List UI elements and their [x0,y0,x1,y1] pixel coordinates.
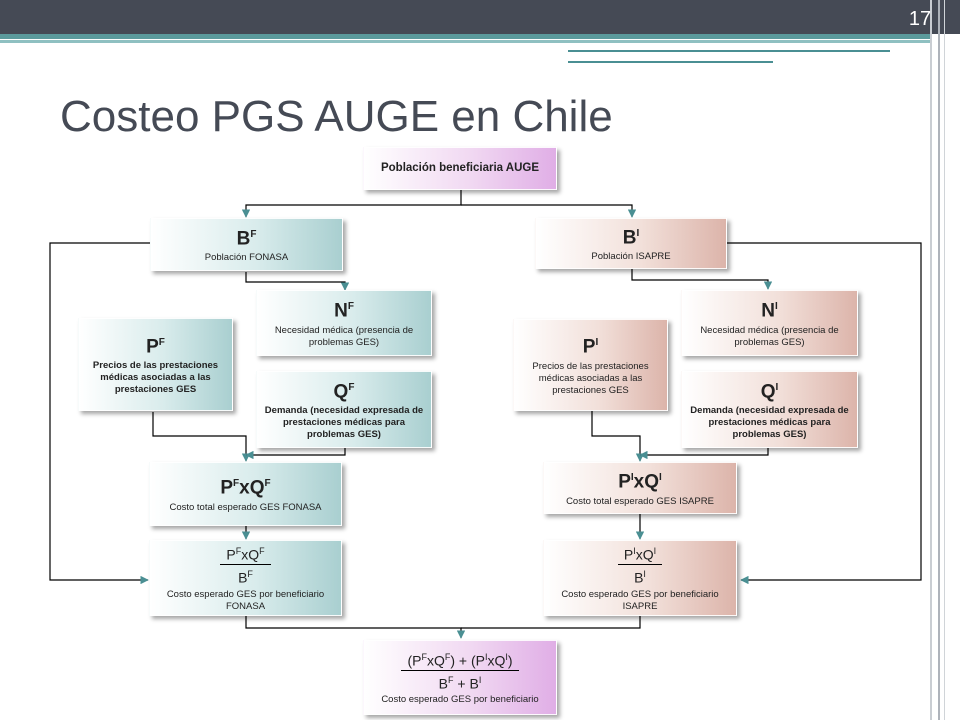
root-title: Población beneficiaria AUGE [380,162,540,174]
connector-bi-ratio [727,242,922,585]
node-qf: QF Demanda (necesidad expresada de prest… [256,371,432,448]
connector-bi-ni [631,269,773,290]
header-stripe [0,34,930,39]
connector-bf-ratio [49,242,150,585]
bf-desc: Población FONASA [204,252,289,264]
connector-root-isapre [461,204,637,218]
slide-number: 17 [908,8,932,30]
connector-qf-pxq [245,447,346,460]
slide-title: Costeo PGS AUGE en Chile [60,92,613,141]
node-bf: BF Población FONASA [150,218,343,271]
connector-root-fonasa [241,190,462,218]
ratio-isapre-desc: Costo esperado GES por beneficiario ISAP… [561,588,719,612]
pi-desc: Precios de las prestaciones médicas asoc… [532,360,649,396]
qi-symbol: QI [760,381,779,403]
connector-pi-pxq [591,411,645,462]
pi-symbol: PI [582,336,599,358]
ratio-isapre-formula: PIxQI BI [617,543,663,586]
connector-ratiof-total [245,616,466,639]
node-pxqf: PFxQF Costo total esperado GES FONASA [149,462,342,526]
pf-desc: Precios de las prestaciones médicas asoc… [92,360,219,396]
node-total: (PFxQF) + (PIxQI) BF + BI Costo esperado… [363,640,557,715]
pxqf-desc: Costo total esperado GES FONASA [169,501,322,513]
header-stripe-light [0,40,930,43]
connector-qi-pxq [639,448,769,460]
decor-vline [944,0,945,720]
decor-vline [930,0,932,720]
node-nf: NF Necesidad médica (presencia de proble… [256,290,432,356]
ni-symbol: NI [761,300,778,322]
ratio-fonasa-desc: Costo esperado GES por beneficiario FONA… [166,588,325,612]
nf-symbol: NF [334,300,354,322]
header-bar [0,0,960,34]
connector-bf-nf [245,272,350,291]
bi-symbol: BI [622,227,640,249]
pxqf-symbol: PFxQF [220,477,271,499]
pxqi-symbol: PIxQI [618,471,662,493]
qf-symbol: QF [333,381,355,403]
nf-desc: Necesidad médica (presencia de problemas… [274,324,414,348]
node-ratio-fonasa: PFxQF BF Costo esperado GES por benefici… [149,540,342,616]
bf-symbol: BF [236,228,257,250]
connector-pf-pxq [152,412,251,462]
decor-vline [938,0,940,720]
total-desc: Costo esperado GES por beneficiario [381,694,539,706]
bi-desc: Población ISAPRE [591,251,671,263]
total-formula: (PFxQF) + (PIxQI) BF + BI [401,649,519,691]
decor-accent-line [568,61,773,63]
ni-desc: Necesidad médica (presencia de problemas… [700,324,839,348]
node-pi: PI Precios de las prestaciones médicas a… [513,319,668,411]
node-qi: QI Demanda (necesidad expresada de prest… [681,371,858,448]
qi-desc: Demanda (necesidad expresada de prestaci… [690,405,849,441]
pxqi-desc: Costo total esperado GES ISAPRE [566,495,714,507]
qf-desc: Demanda (necesidad expresada de prestaci… [264,405,424,441]
node-pxqi: PIxQI Costo total esperado GES ISAPRE [543,462,737,514]
root-node: Población beneficiaria AUGE [363,147,557,190]
node-pf: PF Precios de las prestaciones médicas a… [78,318,233,411]
decor-accent-line [568,50,890,52]
node-ni: NI Necesidad médica (presencia de proble… [681,290,858,356]
connector-ratioi-total [461,616,641,629]
node-bi: BI Población ISAPRE [535,218,727,269]
node-ratio-isapre: PIxQI BI Costo esperado GES por benefici… [543,540,737,616]
pf-symbol: PF [146,336,165,358]
ratio-fonasa-formula: PFxQF BF [220,543,271,586]
